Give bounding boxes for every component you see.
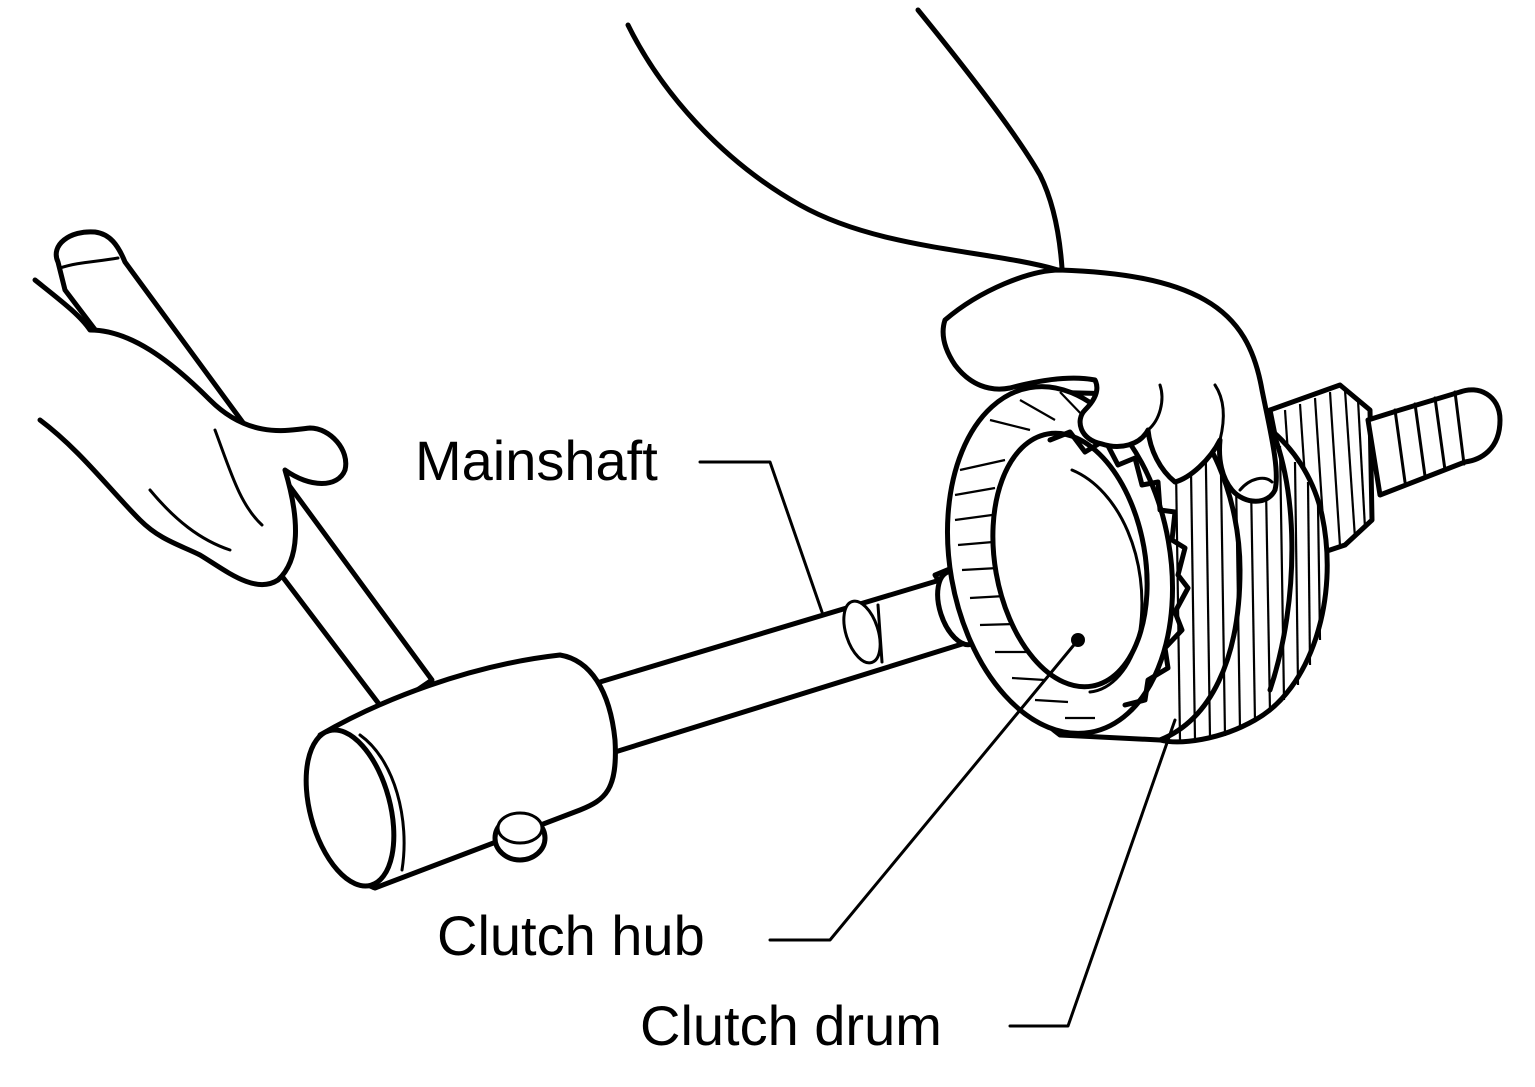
mainshaft-label: Mainshaft (415, 429, 658, 492)
clutch-hub-label: Clutch hub (437, 904, 705, 967)
clutch-hub-leader (768, 638, 1080, 942)
right-hand (940, 267, 1279, 504)
mainshaft-leader (698, 460, 824, 614)
clutch-drum-leader (1008, 718, 1177, 1028)
hammer-head (303, 652, 618, 891)
left-hand (32, 277, 349, 588)
upper-arm (625, 7, 1065, 273)
clutch-drum-label: Clutch drum (640, 994, 942, 1057)
leader-lines (698, 460, 1177, 1028)
